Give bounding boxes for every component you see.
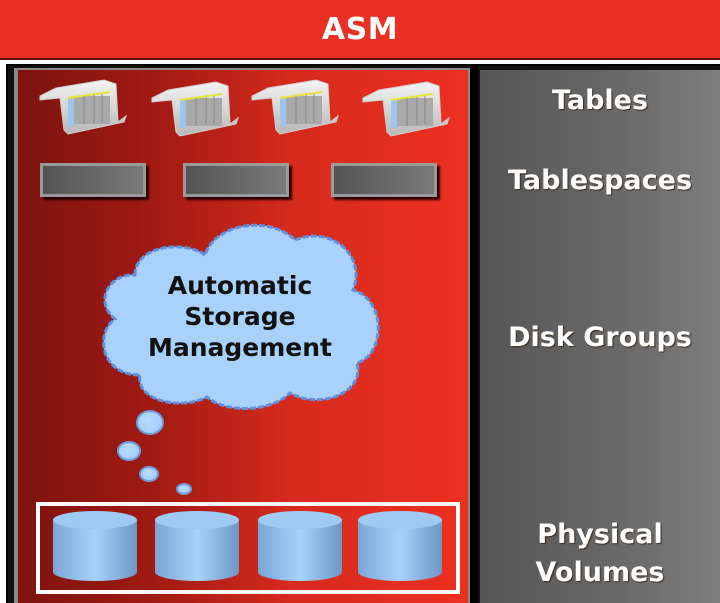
tablespace-block: [331, 163, 437, 197]
layer-label-disk-groups: Disk Groups: [508, 322, 692, 353]
disk-cylinder-icon: [358, 511, 442, 581]
thought-bubble-icon: [139, 466, 159, 482]
panel-divider: [470, 66, 478, 603]
cloud-icon: [102, 223, 380, 410]
thought-bubble-icon: [117, 441, 141, 461]
cloud-line-2: Storage: [184, 302, 296, 331]
title-banner: ASM: [0, 0, 720, 58]
layer-labels-panel: [480, 70, 720, 603]
physical-volumes-line-1: Physical: [537, 519, 663, 550]
cloud-label: Automatic Storage Management: [95, 270, 385, 363]
thought-bubble-icon: [176, 483, 192, 495]
table-icon: [151, 81, 239, 137]
layer-label-physical-volumes: Physical Volumes: [480, 516, 720, 592]
disk-cylinder-icon: [258, 511, 342, 581]
physical-volumes-line-2: Volumes: [535, 557, 665, 588]
table-icon: [251, 79, 339, 135]
thought-bubble-icon: [136, 410, 164, 435]
table-icon: [39, 79, 127, 135]
disk-cylinder-icon: [53, 511, 137, 581]
table-icon: [362, 81, 450, 137]
cloud-line-1: Automatic: [167, 271, 313, 300]
disk-cylinder-icon: [155, 511, 239, 581]
tablespace-block: [183, 163, 289, 197]
title: ASM: [321, 11, 399, 47]
layer-label-tables: Tables: [551, 85, 649, 116]
tablespace-block: [40, 163, 146, 197]
layer-label-tablespaces: Tablespaces: [507, 165, 693, 196]
physical-volumes-group: [36, 502, 460, 594]
banner-shadow: [0, 58, 720, 60]
cloud-line-3: Management: [147, 333, 333, 362]
